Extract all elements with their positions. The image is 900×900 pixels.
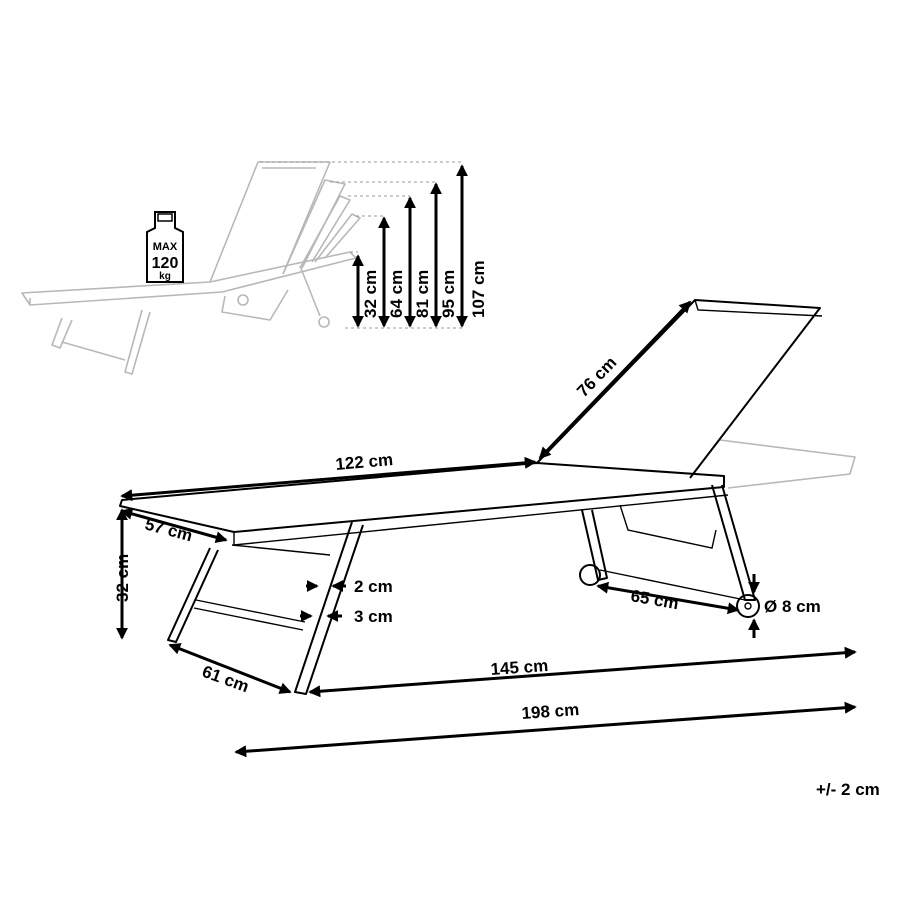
height-95: 95 cm [439,270,458,318]
dim-wheel-diameter: Ø 8 cm [764,597,821,616]
weight-unit: kg [159,271,171,282]
dim-frame-2: 2 cm [354,577,393,596]
dim-wheel-span: 65 cm [629,586,680,613]
height-32: 32 cm [361,270,380,318]
dim-frame-3: 3 cm [354,607,393,626]
main-lounger-illustration [119,299,856,695]
dim-total-length: 198 cm [521,700,580,723]
small-lounger-illustration [21,161,361,375]
backrest-height-scale: 32 cm 64 cm 81 cm 95 cm 107 cm [260,161,488,329]
max-weight-badge: MAX 120 kg [146,211,184,283]
dim-width: 57 cm [143,515,194,546]
height-81: 81 cm [413,270,432,318]
weight-max-label: MAX [153,241,178,253]
dim-base-length: 145 cm [490,656,549,679]
dim-height: 32 cm [113,554,132,602]
tolerance-note: +/- 2 cm [816,780,880,799]
dim-seat-length: 122 cm [335,450,394,474]
weight-value: 120 [152,255,179,272]
height-107: 107 cm [469,260,488,318]
dim-backrest-length: 76 cm [573,353,620,401]
height-64: 64 cm [387,270,406,318]
main-dimensions: 76 cm 122 cm 57 cm 32 cm 2 cm 3 cm 61 cm… [113,300,880,799]
